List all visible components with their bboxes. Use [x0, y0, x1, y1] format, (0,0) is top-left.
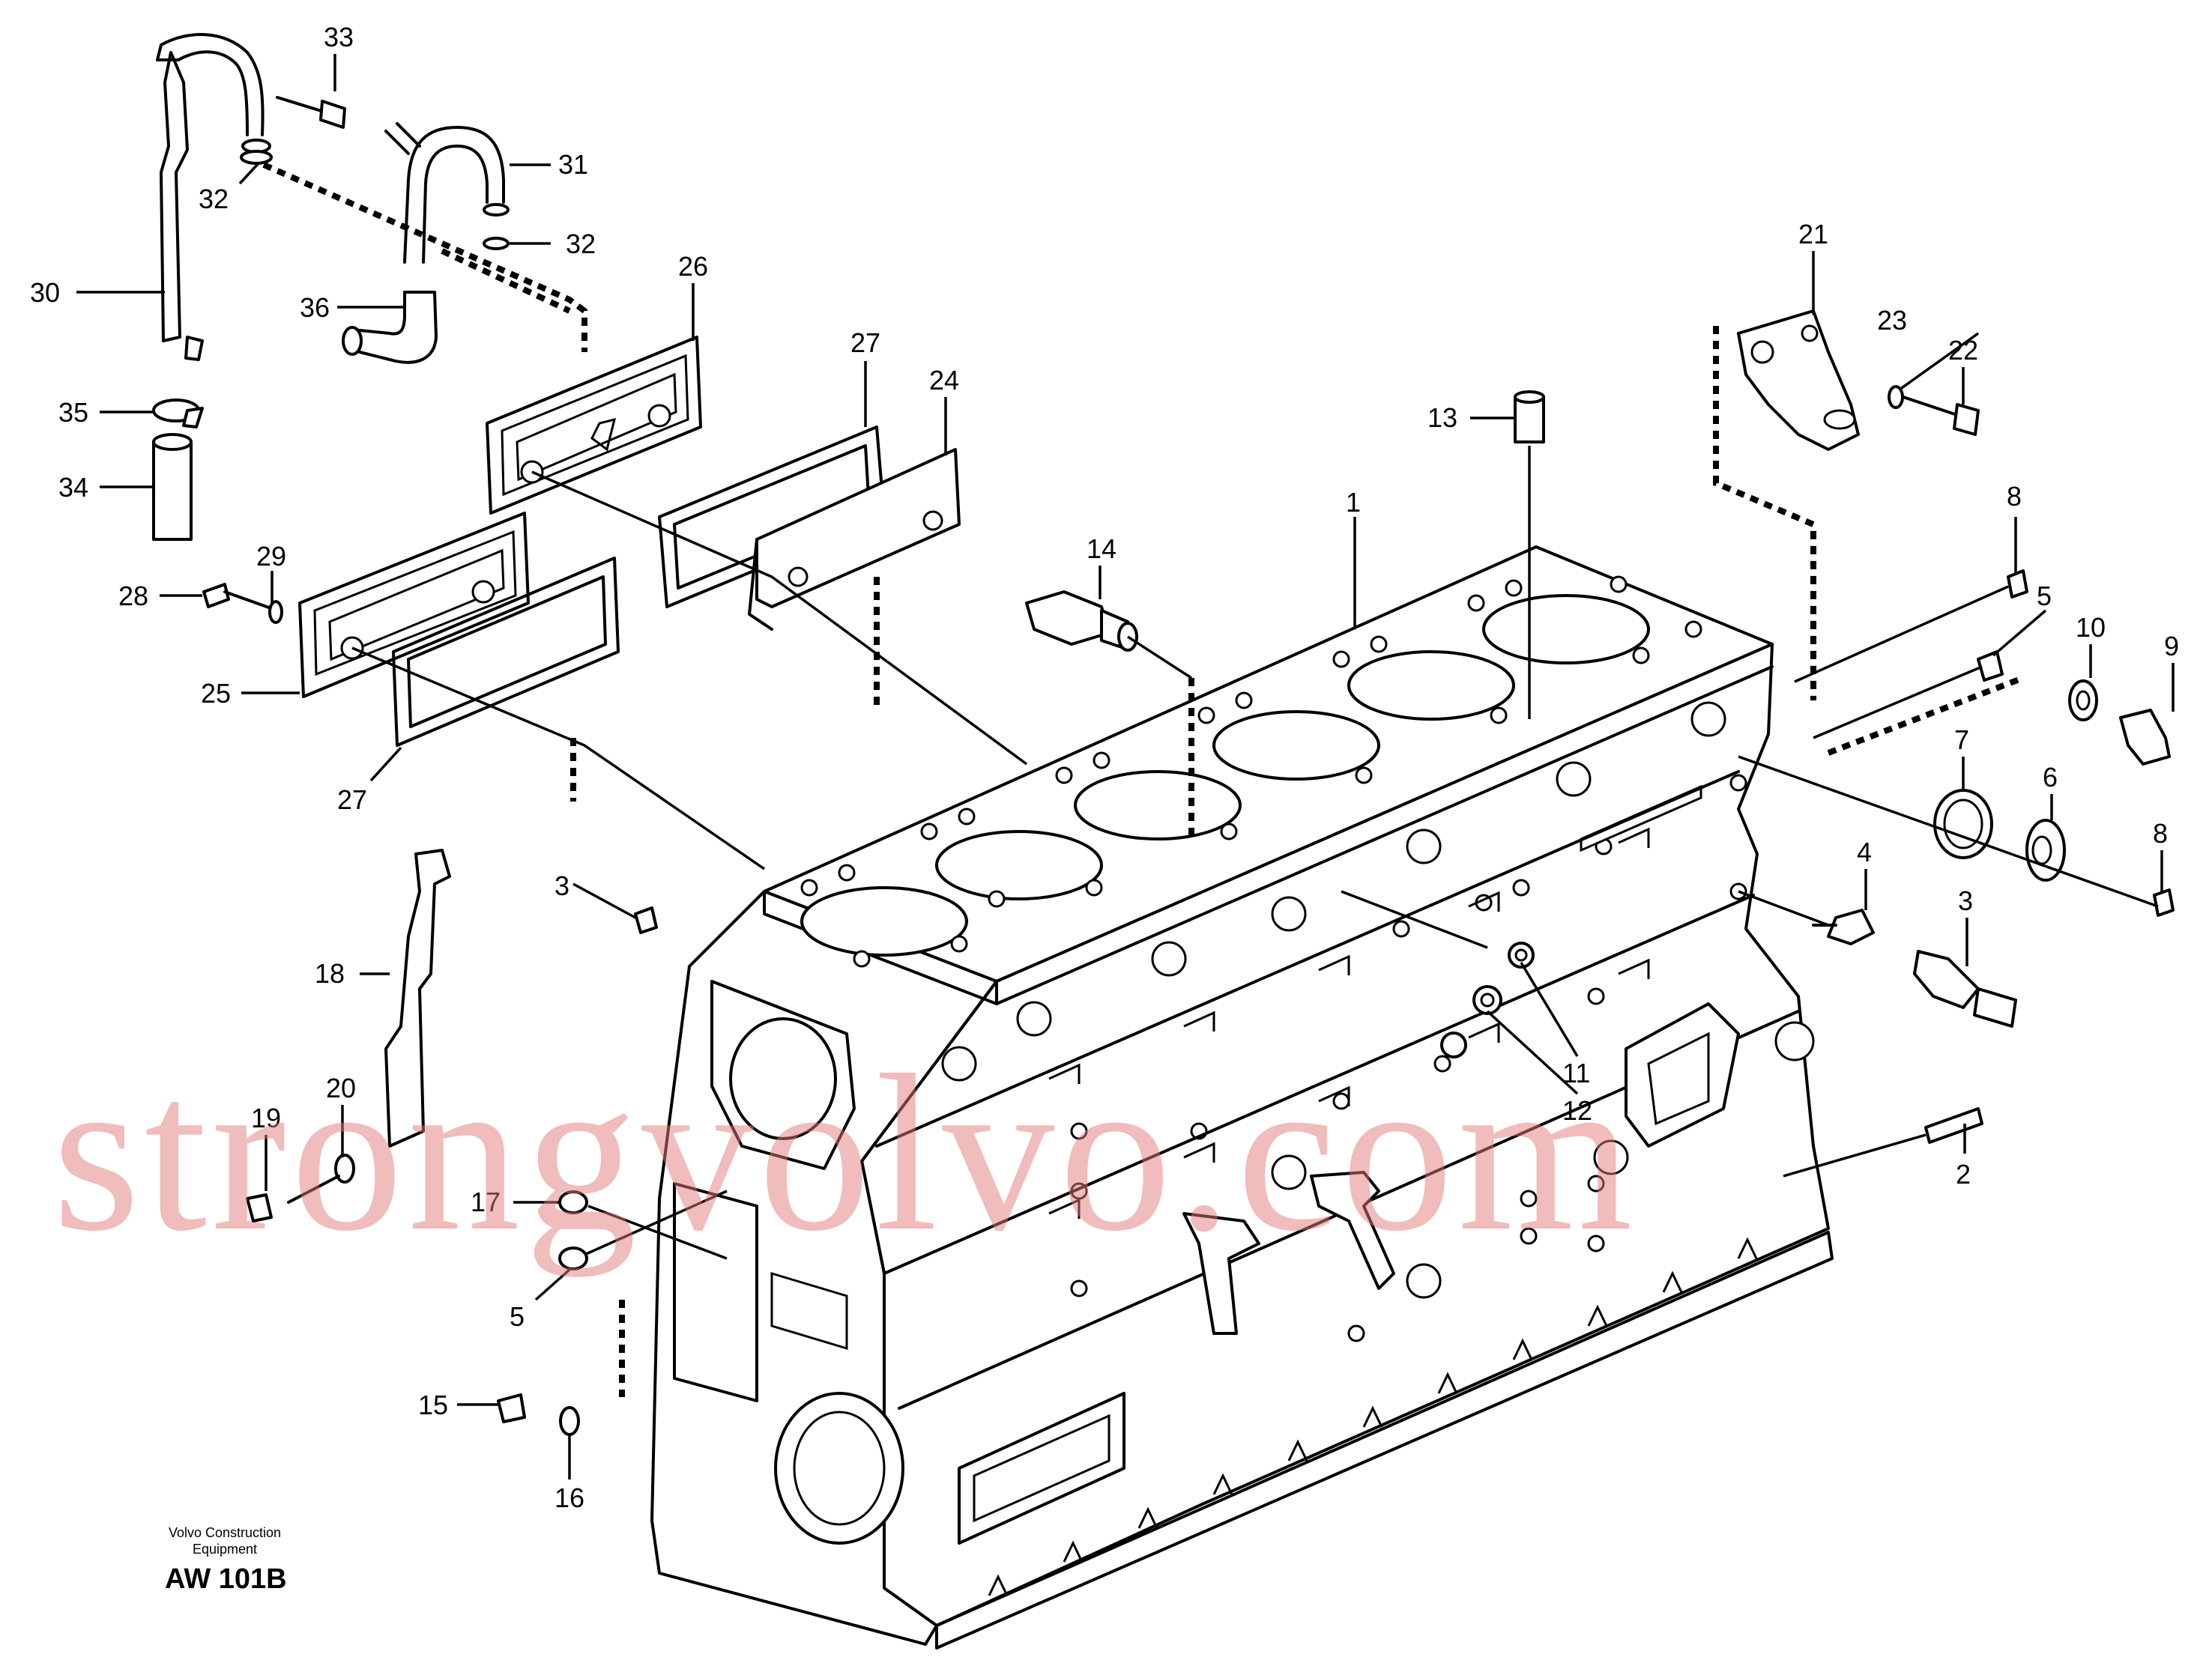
- callout-23: 23: [1877, 305, 1907, 336]
- cover-gasket-parts: [202, 336, 961, 747]
- callout-8: 8: [2153, 818, 2168, 849]
- callout-32: 32: [199, 184, 229, 214]
- callout-29: 29: [256, 541, 286, 572]
- callout-27: 27: [337, 784, 367, 815]
- callout-18: 18: [315, 958, 345, 989]
- callout-4: 4: [1857, 837, 1872, 867]
- callout-9: 9: [2164, 631, 2179, 661]
- callout-3: 3: [554, 870, 569, 901]
- callout-35: 35: [58, 397, 88, 428]
- breather-pipes: [152, 33, 510, 541]
- dashed-assembly-lines: [262, 162, 2025, 1397]
- callout-32: 32: [566, 228, 596, 259]
- callout-14: 14: [1087, 533, 1116, 564]
- callout-17: 17: [471, 1187, 501, 1217]
- callout-28: 28: [118, 581, 148, 611]
- callout-31: 31: [558, 149, 588, 180]
- callout-10: 10: [2076, 612, 2106, 643]
- callout-7: 7: [1954, 724, 1969, 755]
- callout-2: 2: [1956, 1159, 1971, 1190]
- callout-15: 15: [418, 1390, 448, 1420]
- callout-1: 1: [1346, 487, 1361, 518]
- right-side-parts: [246, 309, 2175, 1436]
- callout-34: 34: [58, 472, 88, 503]
- callout-33: 33: [324, 22, 354, 52]
- callout-27: 27: [850, 327, 880, 358]
- callout-6: 6: [2043, 762, 2058, 793]
- caption-code: AW 101B: [165, 1563, 287, 1595]
- callout-25: 25: [201, 678, 231, 709]
- callout-22: 22: [1948, 335, 1978, 366]
- callout-16: 16: [554, 1482, 584, 1513]
- callout-21: 21: [1798, 219, 1828, 249]
- callout-11: 11: [1562, 1058, 1590, 1088]
- callout-5: 5: [510, 1301, 525, 1332]
- caption-line2: Equipment: [193, 1542, 257, 1557]
- callout-13: 13: [1427, 402, 1457, 433]
- caption-line1: Volvo Construction: [169, 1525, 281, 1540]
- callout-24: 24: [929, 365, 959, 396]
- callout-3: 3: [1958, 885, 1973, 916]
- callout-8: 8: [2007, 481, 2022, 512]
- callout-12: 12: [1562, 1095, 1592, 1126]
- callout-26: 26: [678, 251, 708, 282]
- leader-lines: [76, 54, 2175, 1479]
- caption: Volvo Construction Equipment AW 101B: [165, 1525, 287, 1595]
- watermark-text: strongvolvo.com: [52, 1029, 1637, 1278]
- callout-20: 20: [326, 1073, 356, 1103]
- callout-36: 36: [300, 292, 330, 323]
- callout-5: 5: [2037, 581, 2052, 611]
- callout-19: 19: [251, 1103, 281, 1133]
- callout-30: 30: [30, 277, 60, 308]
- callout-labels: 33 32 30 31 32 36 35 34 26 27 24 29 28 2…: [30, 22, 2179, 1513]
- engine-block: [650, 545, 1834, 1650]
